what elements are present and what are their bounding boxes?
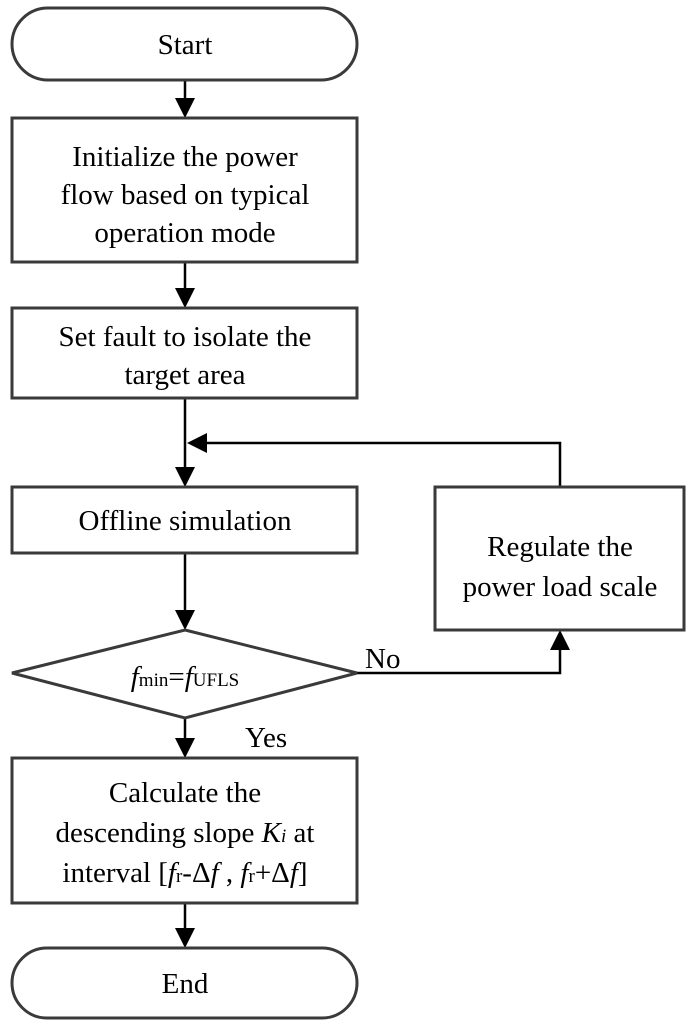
regulate-line: Regulate the bbox=[487, 531, 633, 563]
arrowhead bbox=[175, 738, 195, 758]
init-line: Initialize the power bbox=[72, 141, 298, 173]
calc-line: Calculate the bbox=[109, 777, 261, 809]
calc-line: descending slope Ki at bbox=[56, 817, 315, 849]
decision-condition: fmin=fUFLS bbox=[131, 661, 240, 693]
init-line: flow based on typical bbox=[61, 179, 310, 211]
no-branch-line bbox=[357, 648, 562, 675]
calculate-process-box: Calculate the descending slope Ki at int… bbox=[10, 756, 359, 905]
init-process-box: Initialize the power flow based on typic… bbox=[10, 116, 359, 264]
fault-process-box: Set fault to isolate the target area bbox=[10, 306, 359, 400]
yes-label: Yes bbox=[245, 722, 287, 754]
end-label: End bbox=[162, 968, 209, 1000]
regulate-process-box: Regulate the power load scale bbox=[433, 485, 686, 632]
simulation-process-box: Offline simulation bbox=[10, 485, 359, 555]
start-label: Start bbox=[158, 29, 213, 61]
simulation-label: Offline simulation bbox=[79, 505, 292, 537]
start-terminator: Start bbox=[10, 6, 359, 82]
decision-diamond: fmin=fUFLS bbox=[11, 628, 358, 720]
arrowhead bbox=[175, 467, 195, 487]
loop-back-line bbox=[205, 441, 562, 487]
no-label: No bbox=[365, 643, 400, 675]
regulate-line: power load scale bbox=[463, 571, 658, 603]
fault-line: Set fault to isolate the bbox=[59, 321, 312, 353]
calc-line: interval [fr-Δf , fr+Δf] bbox=[62, 857, 307, 889]
fault-line: target area bbox=[124, 359, 245, 391]
arrowhead bbox=[550, 630, 570, 650]
arrowhead bbox=[175, 610, 195, 630]
arrowhead bbox=[175, 98, 195, 118]
init-line: operation mode bbox=[94, 217, 275, 249]
arrowhead bbox=[187, 433, 207, 453]
arrowhead bbox=[175, 288, 195, 308]
arrowhead bbox=[175, 928, 195, 948]
end-terminator: End bbox=[10, 946, 359, 1020]
connectors bbox=[175, 80, 570, 948]
